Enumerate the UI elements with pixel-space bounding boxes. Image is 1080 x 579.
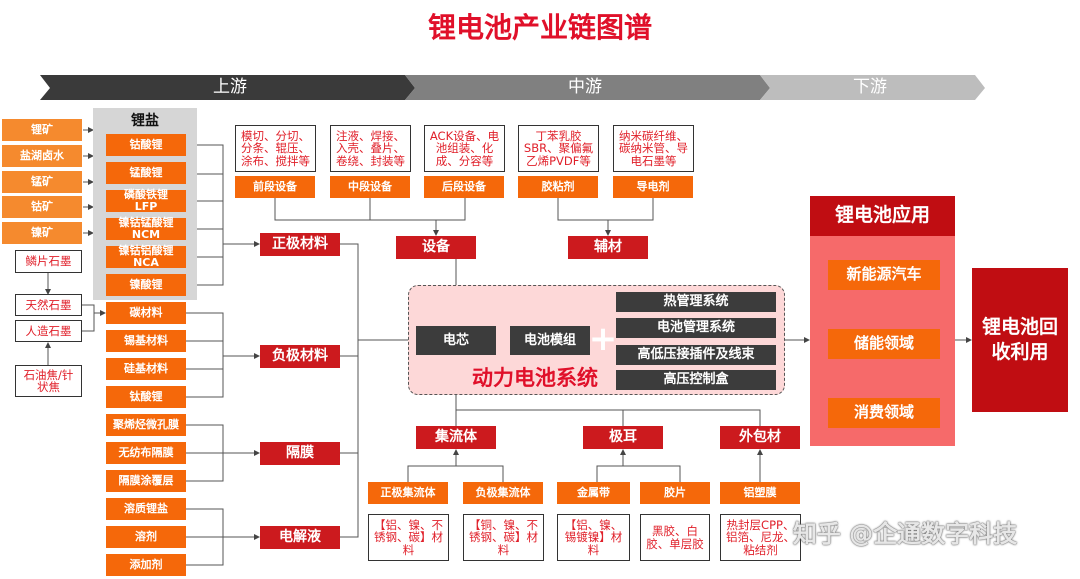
aluminum-plastic-film: 铝塑膜 xyxy=(720,482,800,504)
anode-collector: 负极集流体 xyxy=(463,482,543,504)
thermal-management: 热管理系统 xyxy=(616,292,776,312)
cathode-nca: 镍钴铝酸锂NCA xyxy=(106,245,186,268)
cathode-lco: 钴酸锂 xyxy=(106,134,186,156)
battery-module: 电池模组 xyxy=(510,326,590,355)
battery-management: 电池管理系统 xyxy=(616,318,776,338)
stage-upstream-arrow xyxy=(40,75,415,100)
anode-lto: 钛酸锂 xyxy=(106,386,186,408)
cathode-lmo: 锰酸锂 xyxy=(106,162,186,184)
separator-polyolefin: 聚烯烃微孔膜 xyxy=(106,414,186,436)
separator-coating: 隔膜涂覆层 xyxy=(106,470,186,492)
equip-back: 后段设备 xyxy=(424,176,504,198)
graphite-flake: 鳞片石墨 xyxy=(15,250,82,273)
hv-control-box: 高压控制盒 xyxy=(616,370,776,390)
cathode-lno: 镍酸锂 xyxy=(106,274,186,296)
page-title: 锂电池产业链图谱 xyxy=(427,11,652,45)
lithium-salt-title: 锂盐 xyxy=(131,112,159,129)
anode-silicon: 硅基材料 xyxy=(106,358,186,380)
metal-strip-desc: 【铝、镍、锡镀镍】材料 xyxy=(557,514,630,561)
anode-collector-desc: 【铜、镍、不锈钢、碳】材料 xyxy=(463,514,544,561)
electrolyte-salt: 溶质锂盐 xyxy=(106,498,186,520)
cathode-lfp: 磷酸铁锂LFP xyxy=(106,189,186,212)
equip-back-desc: ACK设备、电池组装、化成、分容等 xyxy=(424,125,505,172)
anode-tin: 锡基材料 xyxy=(106,330,186,352)
tab-group: 极耳 xyxy=(583,426,663,449)
ore-manganese: 锰矿 xyxy=(2,171,82,193)
electrolyte-solvent: 溶剂 xyxy=(106,526,186,548)
material-cathode: 正极材料 xyxy=(260,233,340,256)
stage-downstream: 下游 xyxy=(853,77,887,98)
conductive-agent: 导电剂 xyxy=(613,176,693,198)
cathode-ncm: 镍钴锰酸锂NCM xyxy=(106,217,186,240)
battery-recycling: 锂电池回收利用 xyxy=(972,268,1068,412)
application-title: 锂电池应用 xyxy=(810,196,955,236)
equipment-group: 设备 xyxy=(396,236,476,259)
cathode-collector: 正极集流体 xyxy=(368,482,448,504)
ore-lithium: 锂矿 xyxy=(2,119,82,141)
material-anode: 负极材料 xyxy=(260,345,340,368)
graphite-natural: 天然石墨 xyxy=(15,294,82,316)
app-consumer: 消费领域 xyxy=(828,398,940,428)
conductive-desc: 纳米碳纤维、碳纳米管、导电石墨等 xyxy=(613,125,694,172)
equip-middle-desc: 注液、焊接、入壳、叠片、卷绕、封装等 xyxy=(330,125,411,172)
equip-front-desc: 模切、分切、分条、辊压、涂布、搅拌等 xyxy=(235,125,316,172)
metal-strip: 金属带 xyxy=(557,482,630,504)
graphite-artificial: 人造石墨 xyxy=(15,320,82,342)
electrolyte-additive: 添加剂 xyxy=(106,554,186,576)
ore-cobalt: 钴矿 xyxy=(2,196,82,218)
packaging-desc: 热封层CPP、铝箔、尼龙、粘结剂 xyxy=(720,514,801,561)
plus-sign: + xyxy=(588,319,618,360)
cathode-collector-desc: 【铝、镍、不锈钢、碳】材料 xyxy=(368,514,449,561)
ore-brine: 盐湖卤水 xyxy=(2,145,82,167)
equip-middle: 中段设备 xyxy=(330,176,410,198)
equip-front: 前段设备 xyxy=(235,176,315,198)
separator-nonwoven: 无纺布隔膜 xyxy=(106,442,186,464)
packaging-group: 外包材 xyxy=(720,426,800,449)
app-ev: 新能源汽车 xyxy=(828,260,940,290)
ore-nickel: 镍矿 xyxy=(2,222,82,244)
binder: 胶粘剂 xyxy=(518,176,598,198)
stage-upstream: 上游 xyxy=(213,77,247,98)
binder-desc: 丁苯乳胶SBR、聚偏氟乙烯PVDF等 xyxy=(518,125,599,172)
petroleum-coke: 石油焦/针状焦 xyxy=(15,365,82,397)
material-separator: 隔膜 xyxy=(260,442,340,465)
current-collector-group: 集流体 xyxy=(416,426,496,449)
stage-midstream: 中游 xyxy=(568,77,602,98)
material-electrolyte: 电解液 xyxy=(260,526,340,549)
tab-film-desc: 黑胶、白胶、单层胶 xyxy=(640,514,710,561)
power-battery-system-title: 动力电池系统 xyxy=(472,365,598,390)
watermark: 知乎 @企通数字科技 xyxy=(792,520,1018,549)
anode-carbon: 碳材料 xyxy=(106,302,186,324)
app-energy-storage: 储能领域 xyxy=(828,329,940,359)
stage-midstream-arrow xyxy=(405,75,770,100)
tab-film: 胶片 xyxy=(640,482,710,504)
auxiliary-group: 辅材 xyxy=(568,236,648,259)
stage-downstream-arrow xyxy=(760,75,985,100)
battery-cell: 电芯 xyxy=(416,326,496,355)
connectors-harness: 高低压接插件及线束 xyxy=(616,345,776,365)
